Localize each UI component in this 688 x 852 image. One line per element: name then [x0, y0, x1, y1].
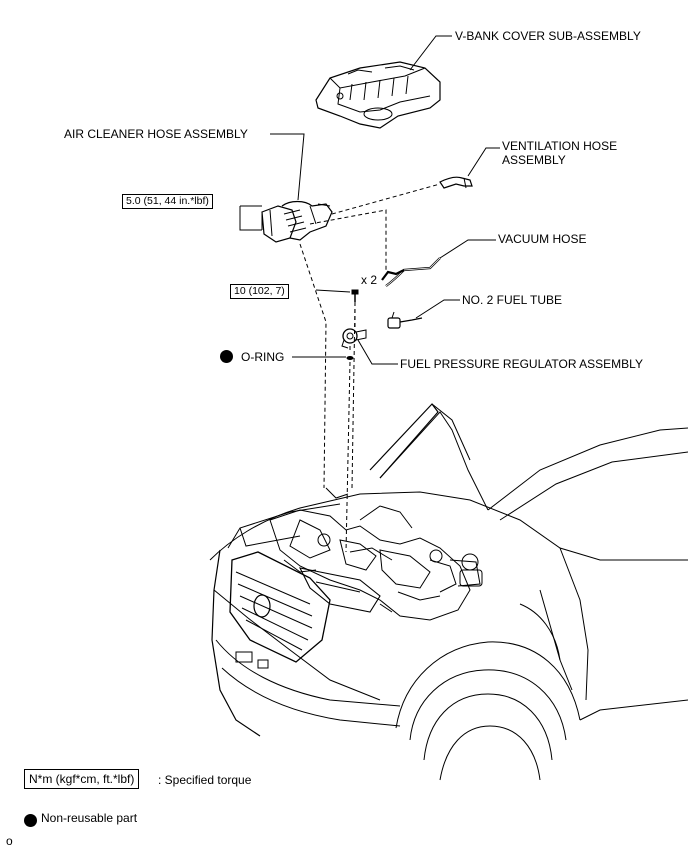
ventilation-hose-drawing: [439, 176, 473, 189]
regulator-bolt-drawing: [351, 289, 359, 302]
air-cleaner-torque-box: 5.0 (51, 44 in.*lbf): [122, 194, 213, 209]
corner-mark: o: [6, 834, 13, 848]
fuel-pressure-regulator-drawing: [341, 328, 367, 349]
legend-non-reusable-desc: Non-reusable part: [41, 811, 138, 825]
air-cleaner-hose-label: AIR CLEANER HOSE ASSEMBLY: [64, 127, 248, 141]
air-cleaner-hose-drawing: [261, 200, 333, 243]
vacuum-hose-drawing: [381, 257, 441, 287]
no2-fuel-tube-label: NO. 2 FUEL TUBE: [462, 293, 563, 307]
legend-torque-desc: : Specified torque: [158, 773, 252, 787]
torque-bracket-air: [239, 205, 263, 231]
o-ring-label: O-RING: [241, 350, 285, 364]
legend-non-reusable-icon: [24, 814, 37, 827]
quantity-label: x 2: [361, 273, 378, 287]
fuel-pressure-regulator-label: FUEL PRESSURE REGULATOR ASSEMBLY: [400, 357, 643, 371]
air-cleaner-leader: [270, 133, 305, 201]
vacuum-hose-label: VACUUM HOSE: [498, 232, 587, 246]
no2-fuel-tube-drawing: [387, 311, 423, 329]
dashed-assembly-lines: [299, 183, 441, 553]
ventilation-hose-label-line1: VENTILATION HOSE: [502, 139, 618, 153]
ventilation-hose-label-line2: ASSEMBLY: [502, 153, 566, 167]
bolt-leader: [315, 289, 351, 293]
fuel-tube-leader: [415, 299, 460, 319]
regulator-bolt-torque-box: 10 (102, 7): [230, 284, 289, 299]
vacuum-leader: [439, 239, 496, 259]
ventilation-leader: [467, 147, 500, 177]
v-bank-leader: [409, 35, 452, 71]
vehicle-drawing: [209, 403, 688, 781]
legend-torque-box: N*m (kgf*cm, ft.*lbf): [24, 769, 140, 789]
v-bank-cover-drawing: [315, 61, 441, 129]
regulator-leader: [357, 339, 398, 365]
non-reusable-marker-icon: [220, 350, 233, 363]
o-ring-drawing: [346, 356, 354, 360]
v-bank-cover-label: V-BANK COVER SUB-ASSEMBLY: [455, 29, 641, 43]
